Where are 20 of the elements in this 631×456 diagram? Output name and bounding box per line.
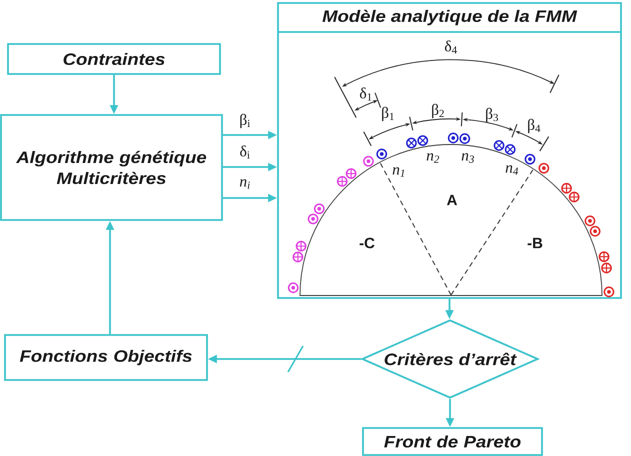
region-label: -C (360, 238, 374, 248)
region-label: -B (528, 238, 542, 248)
process-box: Front de Pareto (362, 427, 543, 456)
process-box: Contraintes (7, 43, 221, 75)
dimension-label: β$_{2}$ (432, 104, 444, 118)
edge-label: n$_{i}$ (238, 178, 252, 190)
process-box: Algorithme génétique Multicritères (0, 114, 223, 221)
dimension-label: δ$_{4}$ (444, 40, 457, 54)
dimension-label: β$_{4}$ (528, 118, 540, 134)
coil-label: n$_{4}$ (506, 165, 518, 175)
dimension-label: δ$_{1}$ (360, 88, 372, 101)
coil-label: n$_{1}$ (392, 167, 404, 177)
dimension-label: β$_{3}$ (486, 108, 498, 122)
edge-label: δ$_{i}$ (238, 144, 252, 160)
coil-label: n$_{3}$ (462, 153, 474, 163)
region-label: A (446, 194, 458, 206)
edge-label: β$_{i}$ (238, 112, 252, 130)
dimension-label: β$_{1}$ (382, 106, 394, 122)
process-box: Fonctions Objectifs (4, 334, 208, 381)
coil-label: n$_{2}$ (426, 153, 440, 163)
